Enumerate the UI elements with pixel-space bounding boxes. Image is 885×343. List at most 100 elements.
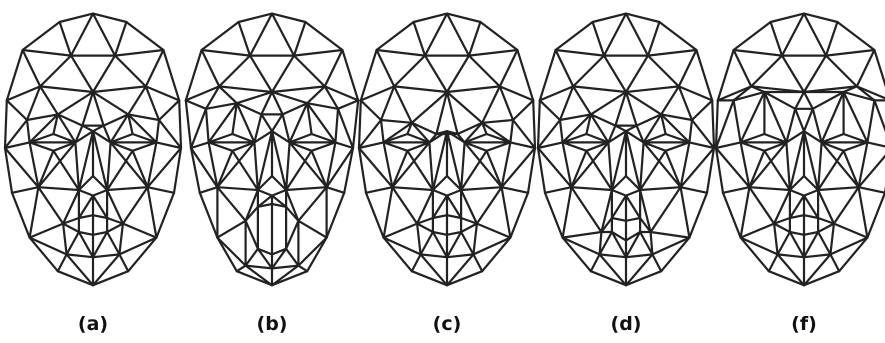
- mesh-edge: [585, 141, 610, 152]
- mesh-edge: [558, 118, 564, 144]
- mesh-edge: [624, 12, 650, 57]
- mesh-edge: [820, 90, 845, 144]
- mesh-edge: [714, 146, 751, 189]
- mesh-edge: [359, 99, 383, 122]
- mesh-edge: [816, 222, 836, 234]
- mesh-edge: [679, 186, 709, 194]
- mesh-edge: [304, 20, 344, 52]
- mesh-edge: [382, 236, 422, 256]
- mesh-edge: [460, 141, 466, 192]
- mesh-edge: [785, 141, 792, 192]
- mesh-edge: [642, 132, 667, 144]
- mesh-edge: [445, 253, 475, 287]
- mesh-edge: [820, 132, 845, 144]
- mesh-edge: [216, 186, 247, 222]
- face-mesh-e: [714, 12, 885, 287]
- mesh-edge: [802, 130, 820, 192]
- mesh-edge: [463, 141, 503, 189]
- mesh-edge: [244, 264, 274, 270]
- mesh-edge: [306, 236, 328, 273]
- mesh-edge: [748, 186, 792, 192]
- mesh-edge: [379, 85, 396, 122]
- mesh-edge: [144, 85, 181, 102]
- mesh-edge: [391, 141, 431, 189]
- mesh-edge: [500, 186, 512, 239]
- mesh-edge: [207, 141, 219, 189]
- mesh-edge: [677, 48, 698, 88]
- mesh-edge: [772, 216, 792, 225]
- mesh-edge: [538, 48, 557, 102]
- mesh-edge: [58, 12, 95, 24]
- mesh-edge: [244, 247, 259, 267]
- panel-label: (a): [78, 313, 108, 335]
- mesh-edge: [146, 186, 176, 194]
- mesh-edge: [624, 230, 642, 259]
- mesh-edge: [357, 118, 383, 150]
- mesh-edge: [28, 132, 55, 144]
- mesh-edge: [391, 186, 419, 225]
- mesh-edge: [460, 188, 478, 225]
- mesh-edge: [91, 188, 109, 197]
- mesh-edge: [532, 99, 537, 150]
- mesh-edge: [788, 214, 806, 220]
- mesh-edge: [39, 85, 95, 94]
- mesh-edge: [37, 149, 55, 189]
- mesh-edge: [589, 270, 628, 287]
- mesh-edge: [231, 141, 256, 152]
- mesh-edge: [39, 54, 73, 88]
- mesh-edge: [285, 186, 328, 192]
- mesh-edge: [155, 141, 183, 150]
- mesh-edge: [200, 20, 240, 52]
- mesh-edge: [127, 85, 147, 116]
- mesh-edge: [310, 132, 337, 144]
- mesh-edge: [91, 124, 105, 133]
- mesh-edge: [91, 54, 117, 94]
- mesh-edge: [624, 253, 654, 287]
- mesh-edge: [260, 113, 274, 133]
- mesh-edge: [767, 253, 779, 273]
- mesh-edge: [189, 141, 210, 150]
- mesh-edge: [714, 99, 735, 150]
- mesh-edge: [445, 253, 475, 259]
- mesh-edge: [732, 99, 742, 144]
- mesh-edge: [109, 132, 134, 144]
- mesh-edge: [739, 236, 779, 256]
- mesh-edge: [591, 20, 606, 57]
- mesh-edge: [357, 99, 362, 150]
- mesh-edge: [431, 174, 449, 192]
- mesh-edge: [125, 20, 165, 52]
- mesh-edge: [785, 130, 806, 144]
- mesh-edge: [624, 230, 642, 242]
- mesh-edge: [651, 236, 691, 256]
- mesh-edge: [28, 236, 68, 256]
- mesh-edge: [829, 253, 841, 273]
- mesh-edge: [646, 54, 680, 88]
- mesh-edge: [285, 188, 300, 222]
- mesh-edge: [816, 230, 832, 256]
- mesh-edge: [419, 253, 449, 259]
- mesh-edge: [855, 85, 876, 102]
- mesh-edge: [651, 253, 663, 273]
- mesh-edge: [91, 214, 109, 220]
- mesh-edge: [270, 130, 288, 192]
- mesh-edge: [624, 130, 645, 144]
- mesh-edge: [445, 90, 459, 136]
- mesh-edge: [270, 90, 309, 105]
- mesh-edge: [323, 85, 360, 102]
- mesh-edge: [270, 188, 288, 197]
- mesh-edge: [638, 216, 652, 234]
- mesh-edge: [81, 90, 95, 127]
- mesh-edge: [739, 186, 751, 239]
- mesh-edge: [77, 214, 95, 220]
- mesh-edge: [472, 253, 484, 273]
- panel-label: (b): [257, 313, 288, 335]
- mesh-edge: [157, 99, 181, 122]
- panel-label: (f): [791, 313, 817, 335]
- mesh-edge: [323, 48, 344, 88]
- mesh-edge: [423, 12, 449, 57]
- mesh-edge: [485, 141, 512, 152]
- face-mesh-c: [357, 12, 537, 287]
- mesh-edge: [91, 130, 112, 144]
- mesh-edge: [270, 12, 307, 24]
- mesh-edge: [102, 124, 112, 144]
